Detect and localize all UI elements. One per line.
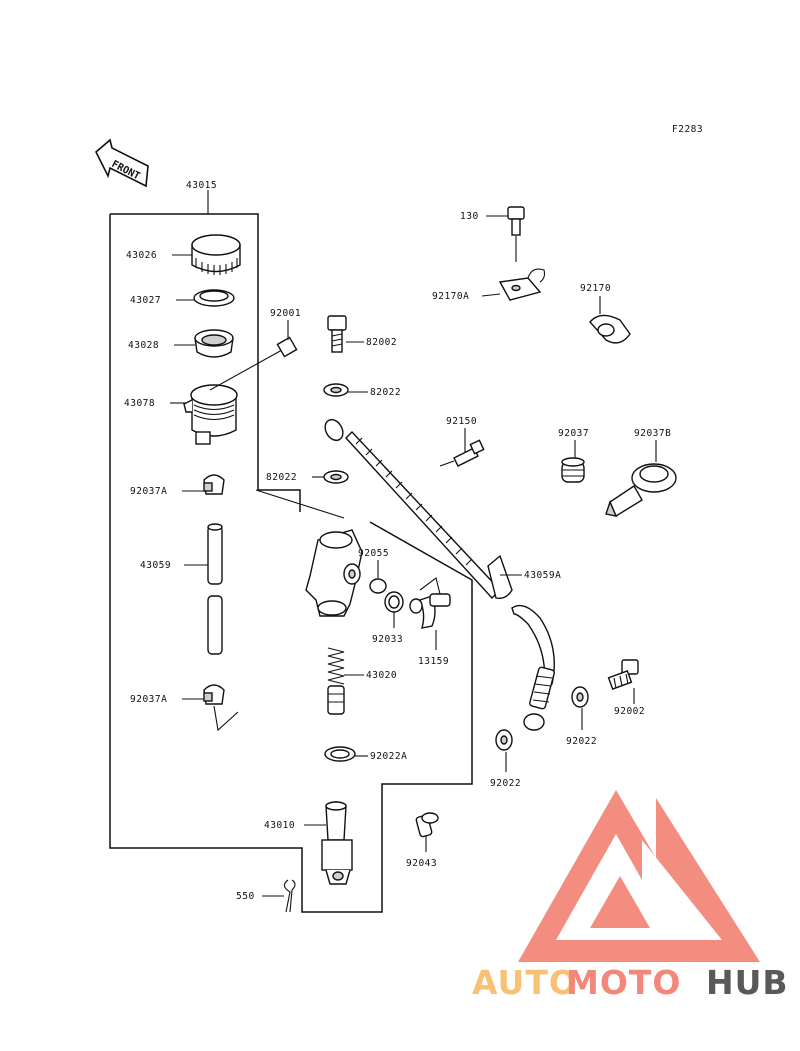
- washer-82022-mid: [323, 470, 349, 484]
- label-43078: 43078: [124, 398, 155, 409]
- label-92037b: 92037B: [634, 428, 671, 439]
- reservoir-cap: [191, 234, 241, 275]
- washer-82022-top: [323, 383, 349, 397]
- wm-hub: HUB: [706, 963, 789, 1002]
- wm-auto: AUTO: [472, 963, 578, 1002]
- label-550: 550: [236, 891, 255, 902]
- hose-43059: [207, 523, 223, 655]
- watermark-logo: [518, 790, 760, 962]
- front-arrow-icon: FRONT: [95, 138, 149, 188]
- label-92170a: 92170A: [432, 291, 469, 302]
- banjo-bolt-82002: [327, 315, 347, 353]
- label-43028: 43028: [128, 340, 159, 351]
- label-43015: 43015: [186, 180, 217, 191]
- diaphragm-plate: [193, 289, 235, 307]
- o-ring-92055: [369, 578, 387, 594]
- label-82022-mid: 82022: [266, 472, 297, 483]
- label-92150: 92150: [446, 416, 477, 427]
- label-92170: 92170: [580, 283, 611, 294]
- reservoir-frame: [109, 190, 473, 913]
- label-92033: 92033: [372, 634, 403, 645]
- clamp-92170: [589, 314, 631, 344]
- watermark-wordmark: AUTO MOTO HUB: [472, 963, 789, 1002]
- circlip-92022a: [324, 746, 356, 762]
- label-92043: 92043: [406, 858, 437, 869]
- grommet-92037: [561, 457, 585, 483]
- label-92022-lower: 92022: [490, 778, 521, 789]
- label-13159: 13159: [418, 656, 449, 667]
- piston-spring-43020: [327, 647, 345, 715]
- washer-92022-right: [571, 686, 589, 708]
- circlip-92033: [384, 591, 404, 613]
- pin-92043: [415, 812, 439, 838]
- label-92055: 92055: [358, 548, 389, 559]
- label-92002: 92002: [614, 706, 645, 717]
- label-92037a-bottom: 92037A: [130, 694, 167, 705]
- master-cylinder-body: [255, 489, 363, 617]
- label-92001: 92001: [270, 308, 301, 319]
- label-92022-right: 92022: [566, 736, 597, 747]
- cotter-pin-550: [283, 879, 296, 913]
- clamp-92037a-top: [203, 474, 225, 495]
- figure-code: F2283: [672, 124, 703, 135]
- label-43010: 43010: [264, 820, 295, 831]
- screw-92001: [209, 320, 298, 391]
- brake-hose-43059a: [324, 418, 555, 731]
- reservoir-body: [183, 384, 238, 445]
- label-43020: 43020: [366, 670, 397, 681]
- bolt-92150: [439, 428, 485, 467]
- label-43026: 43026: [126, 250, 157, 261]
- banjo-bolt-82002-right: [607, 659, 639, 690]
- push-rod-43010: [321, 801, 353, 885]
- label-82022-top: 82022: [370, 387, 401, 398]
- clamp-92037a-bottom: [203, 684, 239, 732]
- label-130: 130: [460, 211, 479, 222]
- label-43059: 43059: [140, 560, 171, 571]
- wm-moto: MOTO: [566, 963, 681, 1002]
- elbow-fitting-13159: [409, 577, 451, 629]
- clamp-92037b: [605, 463, 677, 518]
- label-43027: 43027: [130, 295, 161, 306]
- label-82002: 82002: [366, 337, 397, 348]
- diaphragm: [194, 329, 234, 358]
- clamp-92170a: [498, 268, 546, 301]
- washer-92022-lower: [495, 729, 513, 751]
- label-92037: 92037: [558, 428, 589, 439]
- bolt-130: [507, 206, 525, 262]
- label-92037a-top: 92037A: [130, 486, 167, 497]
- label-43059a: 43059A: [524, 570, 561, 581]
- label-92022a: 92022A: [370, 751, 407, 762]
